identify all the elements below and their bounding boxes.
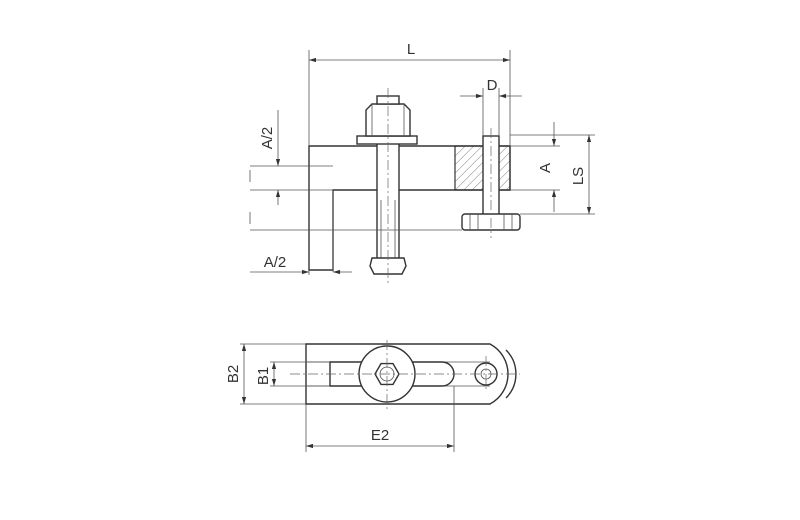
t-nut <box>369 257 407 275</box>
label-A-half-bottom: A/2 <box>264 254 287 271</box>
label-L: L <box>407 41 415 58</box>
label-E2: E2 <box>371 427 389 444</box>
label-B1: B1 <box>255 367 272 385</box>
label-LS: LS <box>570 167 587 185</box>
label-D: D <box>487 77 498 94</box>
side-view: L D A/2 A LS A/2 <box>249 41 595 284</box>
washer <box>356 135 418 145</box>
label-B2: B2 <box>225 365 242 383</box>
top-view: B2 B1 E2 <box>225 340 520 452</box>
clamp-body-top <box>305 343 509 405</box>
label-A: A <box>537 163 554 173</box>
label-A-half-top: A/2 <box>259 127 276 150</box>
